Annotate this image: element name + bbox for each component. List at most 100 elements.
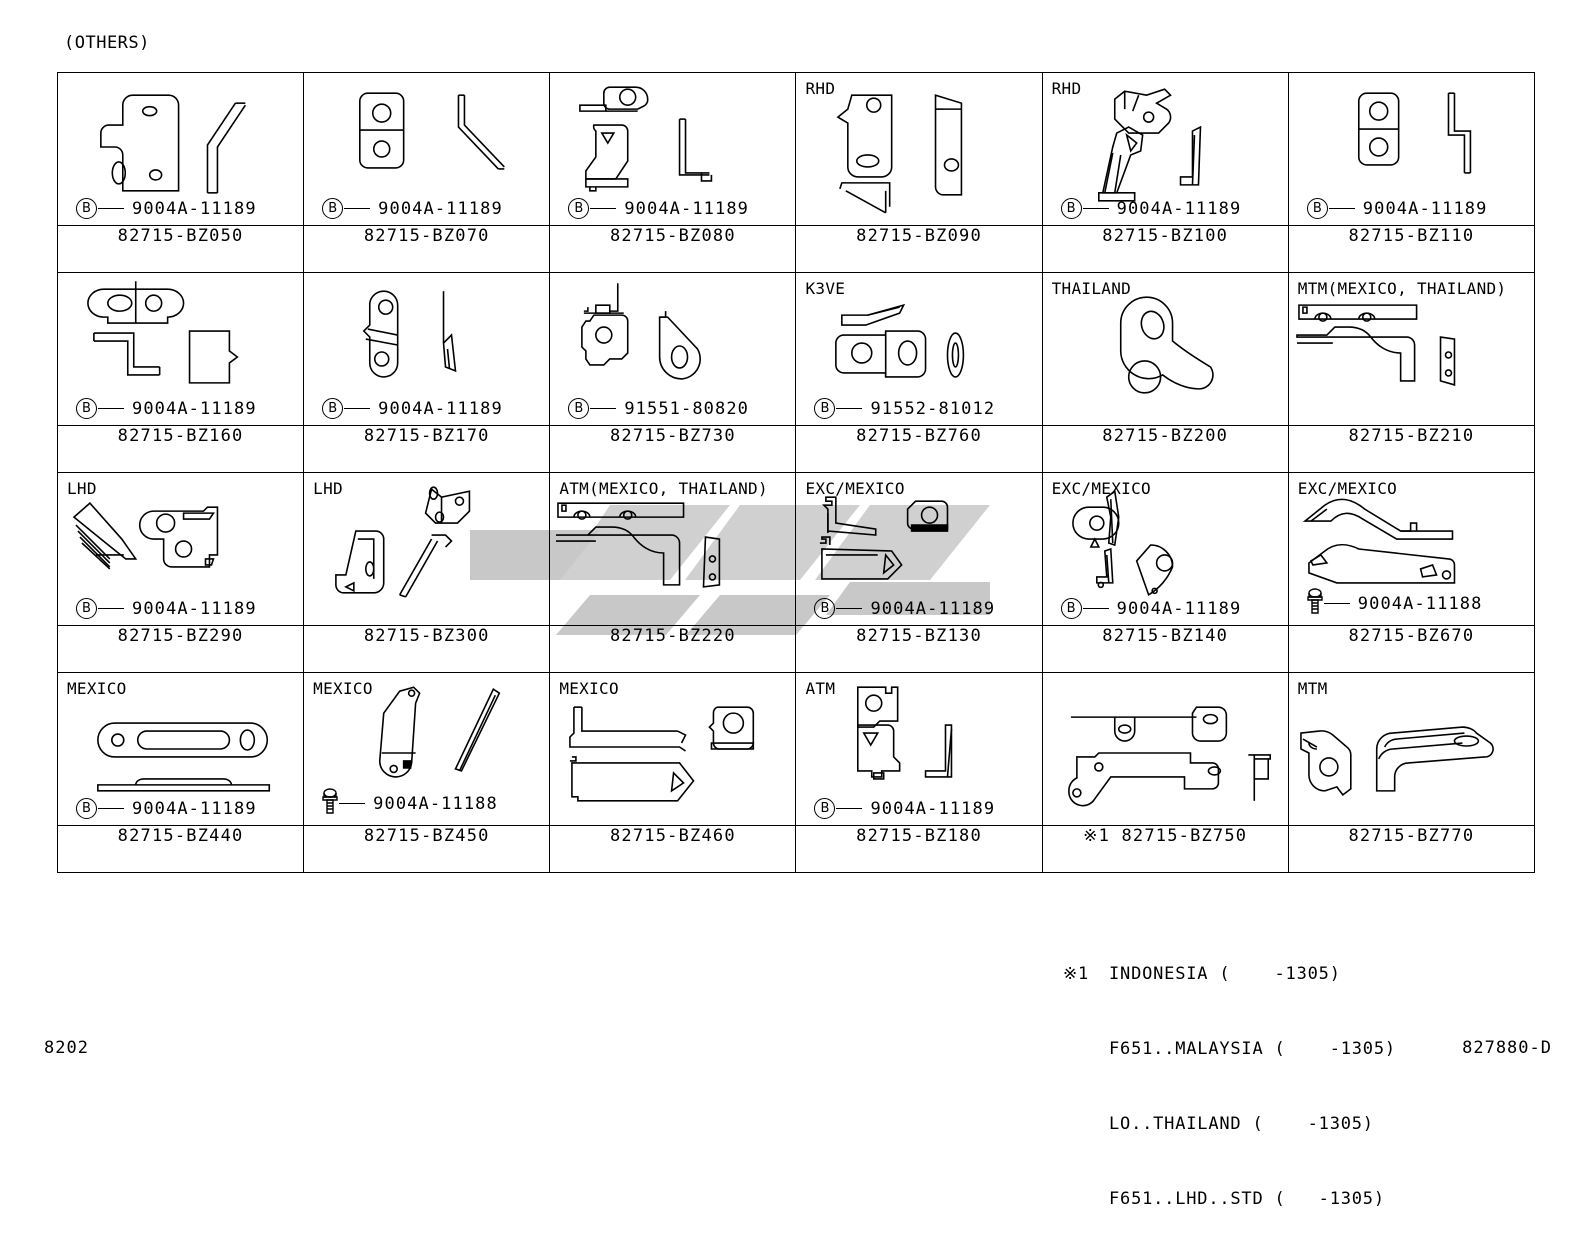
part-number-cell[interactable]: ※1 82715-BZ750 — [1041, 825, 1289, 873]
part-cell-0-3[interactable]: RHD — [795, 72, 1043, 226]
part-cell-0-4[interactable]: RHD — [1041, 72, 1289, 226]
part-number-cell[interactable]: 82715-BZ100 — [1041, 225, 1289, 273]
condition-label: LHD — [313, 479, 343, 498]
part-illustration — [1043, 73, 1288, 225]
bolt-note: B 9004A-11189 — [76, 198, 257, 219]
part-number-cell[interactable]: 82715-BZ050 — [56, 225, 305, 273]
leader-line — [590, 407, 617, 410]
part-illustration — [550, 73, 795, 225]
part-cell-1-2[interactable]: B 91551-80820 — [549, 272, 797, 426]
bolt-note: B 9004A-11189 — [1306, 198, 1488, 219]
bolt-part-number: 9004A-11189 — [1116, 198, 1242, 219]
bolt-note: B 9004A-11189 — [322, 398, 503, 419]
part-illustration — [1043, 473, 1288, 625]
condition-label: RHD — [805, 79, 836, 98]
part-number-cell[interactable]: 82715-BZ140 — [1041, 625, 1289, 673]
part-number-cell[interactable]: 82715-BZ110 — [1287, 225, 1536, 273]
part-cell-2-1[interactable]: LHD — [303, 472, 551, 626]
part-number-cell[interactable]: 82715-BZ160 — [56, 425, 305, 473]
bolt-part-number: 9004A-11188 — [373, 793, 498, 814]
part-illustration — [304, 473, 549, 625]
part-cell-1-5[interactable]: MTM(MEXICO, THAILAND) — [1287, 272, 1536, 426]
leader-line — [1323, 602, 1350, 605]
part-cell-3-3[interactable]: ATM B 9004A-11189 — [795, 672, 1043, 826]
bolt-part-number: 9004A-11189 — [132, 798, 257, 819]
leader-line — [98, 207, 124, 210]
part-illustration — [1289, 673, 1534, 825]
parts-row-codes: 82715-BZ160 82715-BZ170 82715-BZ730 8271… — [56, 425, 1536, 473]
bolt-note: B 91552-81012 — [814, 398, 995, 419]
part-cell-1-4[interactable]: THAILAND — [1041, 272, 1289, 426]
part-number-cell[interactable]: 82715-BZ730 — [549, 425, 797, 473]
screw-icon — [322, 788, 338, 819]
part-illustration — [796, 273, 1041, 425]
part-illustration — [304, 673, 549, 825]
drawing-number: 827880-D — [1462, 1038, 1552, 1058]
footnote-row: F651..LHD..STD ( -1305) — [1063, 1187, 1396, 1212]
condition-label: ATM(MEXICO, THAILAND) — [559, 479, 768, 498]
part-cell-3-2[interactable]: MEXICO — [549, 672, 797, 826]
part-illustration — [1043, 673, 1288, 825]
part-number-cell[interactable]: 82715-BZ200 — [1041, 425, 1289, 473]
part-number-cell[interactable]: 82715-BZ760 — [795, 425, 1043, 473]
part-number-cell[interactable]: 82715-BZ080 — [549, 225, 797, 273]
part-number-cell[interactable]: 82715-BZ450 — [303, 825, 551, 873]
footnote-text: LO..THAILAND ( -1305) — [1109, 1114, 1374, 1134]
b-circle-icon: B — [1306, 198, 1328, 219]
bolt-part-number: 9004A-11189 — [378, 398, 503, 419]
part-number-cell[interactable]: 82715-BZ210 — [1287, 425, 1536, 473]
bolt-part-number: 9004A-11188 — [1357, 593, 1483, 614]
part-number-cell[interactable]: 82715-BZ440 — [56, 825, 305, 873]
bolt-note: 9004A-11188 — [1307, 588, 1483, 619]
part-cell-1-1[interactable]: B 9004A-11189 — [303, 272, 551, 426]
part-illustration — [58, 673, 303, 825]
part-number-cell[interactable]: 82715-BZ130 — [795, 625, 1043, 673]
condition-label: K3VE — [805, 279, 846, 298]
part-cell-2-4[interactable]: EXC/MEXICO — [1041, 472, 1289, 626]
bolt-part-number: 9004A-11189 — [1362, 198, 1488, 219]
part-illustration — [304, 273, 549, 425]
parts-grid: B 9004A-11189 — [56, 72, 1536, 873]
part-number-cell[interactable]: 82715-BZ070 — [303, 225, 551, 273]
part-cell-2-5[interactable]: EXC/MEXICO — [1287, 472, 1536, 626]
b-circle-icon: B — [76, 598, 97, 619]
part-number-cell[interactable]: 82715-BZ670 — [1287, 625, 1536, 673]
condition-label: MTM(MEXICO, THAILAND) — [1297, 279, 1507, 298]
leader-line — [98, 407, 124, 410]
part-cell-0-0[interactable]: B 9004A-11189 — [56, 72, 305, 226]
part-number-cell[interactable]: 82715-BZ170 — [303, 425, 551, 473]
part-cell-2-2[interactable]: ATM(MEXICO, THAILAND) — [549, 472, 797, 626]
part-illustration — [550, 273, 795, 425]
part-cell-1-3[interactable]: K3VE B 91552-810 — [795, 272, 1043, 426]
part-cell-0-1[interactable]: B 9004A-11189 — [303, 72, 551, 226]
part-illustration — [304, 73, 549, 225]
part-number-cell[interactable]: 82715-BZ090 — [795, 225, 1043, 273]
leader-line — [836, 407, 863, 410]
part-number-cell[interactable]: 82715-BZ220 — [549, 625, 797, 673]
part-cell-3-5[interactable]: MTM — [1287, 672, 1536, 826]
part-number-cell[interactable]: 82715-BZ290 — [56, 625, 305, 673]
footnote-row: F651..MALAYSIA ( -1305) — [1063, 1037, 1396, 1062]
b-circle-icon: B — [814, 598, 836, 619]
part-cell-0-2[interactable]: B 9004A-11189 — [549, 72, 797, 226]
part-cell-3-4[interactable] — [1041, 672, 1289, 826]
part-cell-3-1[interactable]: MEXICO — [303, 672, 551, 826]
part-illustration — [58, 273, 303, 425]
condition-label: MTM — [1297, 679, 1328, 698]
part-cell-2-3[interactable]: EXC/MEXICO B — [795, 472, 1043, 626]
footnote-text: INDONESIA ( -1305) — [1109, 964, 1341, 984]
condition-label: MEXICO — [67, 679, 127, 698]
part-cell-2-0[interactable]: LHD — [56, 472, 305, 626]
part-cell-3-0[interactable]: MEXICO B 9004A-11189 — [56, 672, 305, 826]
bolt-note: B 9004A-11189 — [76, 598, 257, 619]
parts-row-codes: 82715-BZ440 82715-BZ450 82715-BZ460 8271… — [56, 825, 1536, 873]
part-number-cell[interactable]: 82715-BZ460 — [549, 825, 797, 873]
part-number-cell[interactable]: 82715-BZ300 — [303, 625, 551, 673]
part-illustration — [1043, 273, 1288, 425]
part-cell-1-0[interactable]: B 9004A-11189 — [56, 272, 305, 426]
footnote-text: F651..MALAYSIA ( -1305) — [1109, 1039, 1396, 1059]
part-number-cell[interactable]: 82715-BZ770 — [1287, 825, 1536, 873]
part-cell-0-5[interactable]: B 9004A-11189 — [1287, 72, 1536, 226]
part-number-cell[interactable]: 82715-BZ180 — [795, 825, 1043, 873]
